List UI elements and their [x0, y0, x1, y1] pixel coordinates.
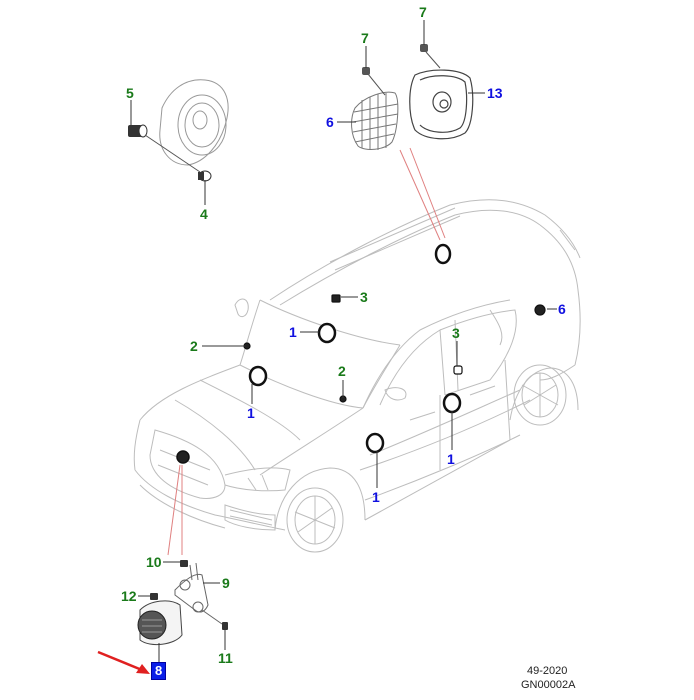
callout-10[interactable]: 10: [146, 554, 162, 570]
horn-fasteners: [150, 560, 228, 630]
illustration-id: GN00002A: [521, 679, 576, 691]
callout-1-dash[interactable]: 1: [289, 324, 297, 340]
fasteners-7: [362, 44, 428, 75]
indicator-arrow-icon: [97, 650, 150, 674]
fastener-4: [198, 170, 212, 182]
horn: [137, 600, 183, 646]
callout-8-highlighted[interactable]: 8: [151, 662, 167, 680]
callout-2-left[interactable]: 2: [190, 338, 198, 354]
callout-1-rear-door[interactable]: 1: [447, 451, 455, 467]
fastener-5: [128, 124, 148, 138]
callout-3-roof[interactable]: 3: [360, 289, 368, 305]
callout-5[interactable]: 5: [126, 85, 134, 101]
callout-6-grille[interactable]: 6: [326, 114, 334, 130]
subwoofer-exploded: [409, 69, 474, 140]
callout-4[interactable]: 4: [200, 206, 208, 222]
callout-2-right[interactable]: 2: [338, 363, 346, 379]
component-markers: [176, 243, 546, 464]
callout-7-subwoofer[interactable]: 7: [419, 4, 427, 20]
callout-1-front-door[interactable]: 1: [372, 489, 380, 505]
callout-7-grille[interactable]: 7: [361, 30, 369, 46]
callout-1-left-door[interactable]: 1: [247, 405, 255, 421]
callout-9[interactable]: 9: [222, 575, 230, 591]
horn-bracket: [174, 562, 223, 625]
callout-leaders: [130, 20, 557, 662]
callout-3-pillar[interactable]: 3: [452, 325, 460, 341]
callout-11[interactable]: 11: [218, 650, 233, 666]
callout-6-rear[interactable]: 6: [558, 301, 566, 317]
speaker-front-door-exploded: [159, 79, 229, 166]
date-code: 49-2020: [527, 665, 568, 677]
speaker-grille-exploded: [351, 91, 399, 150]
leader-lines-red: [167, 147, 446, 556]
callout-13[interactable]: 13: [487, 85, 503, 101]
vehicle-outline: [133, 199, 581, 553]
callout-12[interactable]: 12: [121, 588, 137, 604]
